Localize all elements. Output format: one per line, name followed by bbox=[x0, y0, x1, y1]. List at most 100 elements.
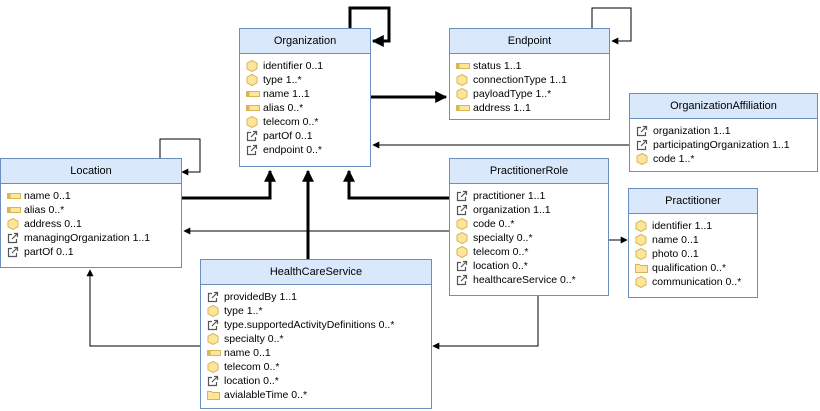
attribute-row: specialty 0..* bbox=[201, 332, 431, 346]
attribute-row: specialty 0..* bbox=[450, 231, 608, 245]
organization-self-connector bbox=[348, 6, 391, 47]
hexagon-icon bbox=[456, 74, 470, 86]
attribute-row: healthcareService 0..* bbox=[450, 273, 608, 287]
attribute-row: type 1..* bbox=[201, 304, 431, 318]
attribute-label: telecom 0..* bbox=[473, 246, 529, 258]
attribute-label: partOf 0..1 bbox=[24, 246, 74, 258]
attribute-label: identifier 1..1 bbox=[652, 220, 713, 232]
reference-icon bbox=[207, 375, 221, 387]
flat-bar-icon bbox=[7, 204, 21, 216]
attribute-row: alias 0..* bbox=[1, 203, 181, 217]
attribute-row: location 0..* bbox=[450, 259, 608, 273]
attribute-row: participatingOrganization 1..1 bbox=[630, 138, 817, 152]
practitionerrole-organization-connector bbox=[343, 169, 449, 200]
hexagon-icon bbox=[456, 218, 470, 230]
hexagon-icon bbox=[246, 116, 260, 128]
attribute-row: providedBy 1..1 bbox=[201, 290, 431, 304]
attribute-row: organization 1..1 bbox=[450, 203, 608, 217]
folder-icon bbox=[635, 262, 649, 274]
attribute-row: name 0..1 bbox=[1, 189, 181, 203]
organization-affiliation-class[interactable]: OrganizationAffiliation organization 1..1… bbox=[629, 93, 818, 172]
attribute-row: connectionType 1..1 bbox=[450, 73, 609, 87]
attribute-row: partOf 0..1 bbox=[1, 245, 181, 259]
endpoint-self-connector bbox=[591, 7, 632, 45]
attribute-label: healthcareService 0..* bbox=[473, 274, 576, 286]
attribute-label: code 0..* bbox=[473, 218, 515, 230]
attribute-label: status 1..1 bbox=[473, 60, 522, 72]
attribute-row: identifier 0..1 bbox=[240, 59, 370, 73]
reference-icon bbox=[456, 274, 470, 286]
attribute-label: communication 0..* bbox=[652, 276, 742, 288]
attribute-row: name 0..1 bbox=[629, 233, 757, 247]
attribute-row: code 1..* bbox=[630, 152, 817, 166]
hexagon-icon bbox=[635, 220, 649, 232]
attribute-label: location 0..* bbox=[224, 375, 279, 387]
reference-icon bbox=[207, 291, 221, 303]
flat-bar-icon bbox=[207, 347, 221, 359]
attribute-label: practitioner 1..1 bbox=[473, 190, 546, 202]
practitionerrole-healthcareservice-connector bbox=[432, 286, 539, 350]
attribute-label: name 0..1 bbox=[224, 347, 271, 359]
class-title: HealthCareService bbox=[201, 260, 431, 285]
attribute-row: status 1..1 bbox=[450, 59, 609, 73]
hexagon-icon bbox=[456, 246, 470, 258]
hexagon-icon bbox=[207, 333, 221, 345]
attribute-row: code 0..* bbox=[450, 217, 608, 231]
attribute-label: type 1..* bbox=[263, 74, 302, 86]
attribute-row: qualification 0..* bbox=[629, 261, 757, 275]
attribute-row: alias 0..* bbox=[240, 101, 370, 115]
attribute-row: telecom 0..* bbox=[450, 245, 608, 259]
attribute-label: organization 1..1 bbox=[653, 125, 731, 137]
reference-icon bbox=[636, 139, 650, 151]
attribute-label: name 0..1 bbox=[24, 190, 71, 202]
attribute-row: telecom 0..* bbox=[201, 360, 431, 374]
healthcareservice-location-connector bbox=[86, 269, 201, 347]
class-title: OrganizationAffiliation bbox=[630, 94, 817, 119]
attribute-label: telecom 0..* bbox=[224, 361, 280, 373]
attribute-list: practitioner 1..1 organization 1..1 code 0… bbox=[450, 184, 608, 287]
location-organization-connector bbox=[182, 169, 276, 200]
attribute-label: participatingOrganization 1..1 bbox=[653, 139, 790, 151]
flat-bar-icon bbox=[456, 60, 470, 72]
attribute-row: telecom 0..* bbox=[240, 115, 370, 129]
attribute-label: managingOrganization 1..1 bbox=[24, 232, 151, 244]
reference-icon bbox=[7, 232, 21, 244]
reference-icon bbox=[246, 130, 260, 142]
hexagon-icon bbox=[635, 276, 649, 288]
attribute-row: address 0..1 bbox=[1, 217, 181, 231]
class-title: Organization bbox=[240, 29, 370, 54]
hexagon-icon bbox=[207, 305, 221, 317]
location-self-connector bbox=[159, 138, 201, 176]
attribute-label: specialty 0..* bbox=[473, 232, 533, 244]
attribute-label: alias 0..* bbox=[263, 102, 304, 114]
attribute-label: type.supportedActivityDefinitions 0..* bbox=[224, 319, 395, 331]
attribute-row: partOf 0..1 bbox=[240, 129, 370, 143]
attribute-label: connectionType 1..1 bbox=[473, 74, 567, 86]
attribute-label: telecom 0..* bbox=[263, 116, 319, 128]
class-title: Practitioner bbox=[629, 189, 757, 214]
attribute-label: location 0..* bbox=[473, 260, 528, 272]
attribute-label: address 0..1 bbox=[24, 218, 82, 230]
class-title: Location bbox=[1, 159, 181, 184]
attribute-row: address 1..1 bbox=[450, 101, 609, 115]
attribute-row: name 1..1 bbox=[240, 87, 370, 101]
attribute-row: name 0..1 bbox=[201, 346, 431, 360]
reference-icon bbox=[246, 144, 260, 156]
attribute-row: avialableTime 0..* bbox=[201, 388, 431, 402]
attribute-label: specialty 0..* bbox=[224, 333, 284, 345]
flat-bar-icon bbox=[246, 102, 260, 114]
attribute-label: photo 0..1 bbox=[652, 248, 699, 260]
reference-icon bbox=[207, 319, 221, 331]
reference-icon bbox=[456, 190, 470, 202]
attribute-label: organization 1..1 bbox=[473, 204, 551, 216]
